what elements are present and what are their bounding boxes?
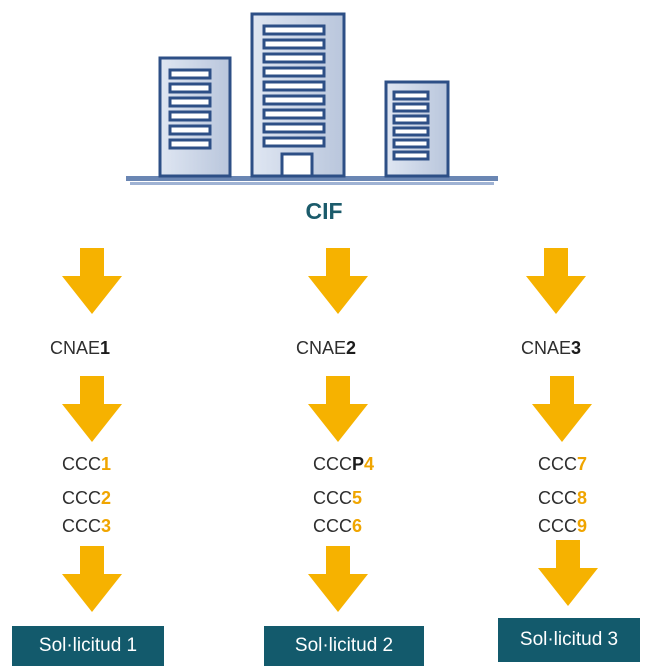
office-buildings-icon [126, 12, 498, 185]
cnae-label: CNAE2 [296, 338, 356, 359]
down-arrow-icon [62, 376, 122, 442]
ccc-label: CCC5 [313, 488, 362, 509]
ccc-prefix: CCC [313, 488, 352, 508]
ccc-number: 9 [577, 516, 588, 536]
down-arrow-icon [62, 546, 122, 612]
request-box: Sol·licitud 2 [264, 626, 424, 666]
down-arrow-icon [62, 248, 122, 314]
ccc-label: CCC1 [62, 454, 111, 475]
ccc-prefix: CCC [62, 454, 101, 474]
ccc-number: 7 [577, 454, 588, 474]
ccc-label: CCC3 [62, 516, 111, 537]
cnae-number: 1 [100, 338, 111, 358]
cnae-number: 3 [571, 338, 582, 358]
request-box: Sol·licitud 3 [498, 618, 640, 662]
ccc-label: CCC7 [538, 454, 587, 475]
ccc-label: CCCP4 [313, 454, 374, 475]
cnae-label: CNAE3 [521, 338, 581, 359]
cnae-prefix: CNAE [296, 338, 347, 358]
request-box: Sol·licitud 1 [12, 626, 164, 666]
ccc-label: CCC9 [538, 516, 587, 537]
down-arrow-icon [308, 546, 368, 612]
ccc-prefix: CCC [62, 516, 101, 536]
ccc-prefix: CCC [538, 488, 577, 508]
cnae-prefix: CNAE [50, 338, 101, 358]
cnae-label: CNAE1 [50, 338, 110, 359]
down-arrow-icon [308, 248, 368, 314]
ccc-letter: P [352, 454, 365, 474]
request-label: Sol·licitud 2 [294, 635, 394, 656]
ccc-label: CCC2 [62, 488, 111, 509]
ccc-number: 8 [577, 488, 588, 508]
ccc-number: 3 [101, 516, 112, 536]
ccc-prefix: CCC [538, 454, 577, 474]
down-arrow-icon [538, 540, 598, 606]
page-title: CIF [305, 198, 343, 224]
cnae-number: 2 [346, 338, 357, 358]
down-arrow-icon [526, 248, 586, 314]
ccc-prefix: CCC [62, 488, 101, 508]
request-label: Sol·licitud 1 [38, 635, 138, 656]
ccc-label: CCC6 [313, 516, 362, 537]
ccc-number: 2 [101, 488, 112, 508]
down-arrow-icon [532, 376, 592, 442]
down-arrow-icon [308, 376, 368, 442]
ccc-number: 6 [352, 516, 363, 536]
request-label: Sol·licitud 3 [519, 629, 619, 650]
ccc-prefix: CCC [313, 516, 352, 536]
ccc-number: 4 [364, 454, 375, 474]
ccc-prefix: CCC [538, 516, 577, 536]
ccc-prefix: CCC [313, 454, 352, 474]
ccc-label: CCC8 [538, 488, 587, 509]
cnae-prefix: CNAE [521, 338, 572, 358]
ccc-number: 1 [101, 454, 112, 474]
ccc-number: 5 [352, 488, 363, 508]
